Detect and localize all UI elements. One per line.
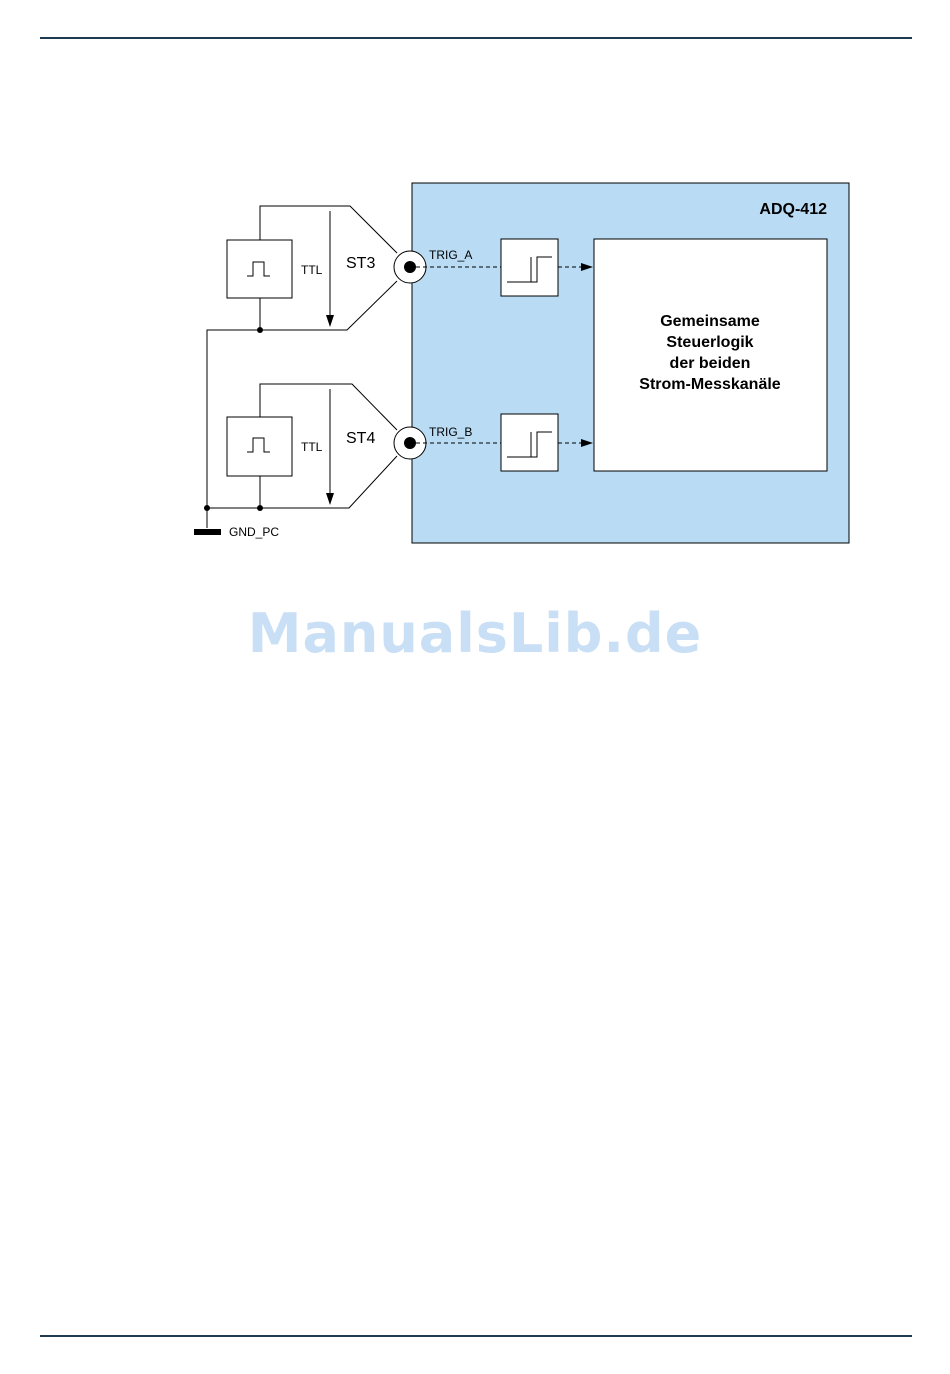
ttl-label-a: TTL — [301, 263, 323, 277]
signal-label-trig-b: TRIG_B — [429, 425, 472, 439]
watermark: ManualsLib.de — [0, 602, 950, 665]
bnc-connector-icon — [394, 251, 426, 283]
schmitt-trigger-icon — [501, 414, 558, 471]
logic-label-line-4: Strom-Messkanäle — [639, 376, 780, 393]
ttl-label-b: TTL — [301, 440, 323, 454]
signal-label-trig-a: TRIG_A — [429, 248, 472, 262]
logic-label-line-2: Steuerlogik — [666, 334, 753, 351]
logic-label-line-3: der beiden — [670, 355, 751, 372]
device-title: ADQ-412 — [759, 201, 827, 218]
ground-icon — [194, 529, 221, 535]
connector-label-st4: ST4 — [346, 430, 375, 447]
junction-dot — [257, 327, 263, 333]
schmitt-trigger-icon — [501, 239, 558, 296]
pulse-source-icon — [227, 240, 292, 298]
junction-dot — [257, 505, 263, 511]
connector-label-st3: ST3 — [346, 255, 375, 272]
logic-label-line-1: Gemeinsame — [660, 313, 760, 330]
ground-label: GND_PC — [229, 525, 279, 539]
block-diagram: ADQ-412 Gemeinsame Steuerlogik der beide… — [0, 0, 950, 700]
pulse-source-icon — [227, 417, 292, 476]
footer-rule — [40, 1335, 912, 1337]
bnc-connector-icon — [394, 427, 426, 459]
